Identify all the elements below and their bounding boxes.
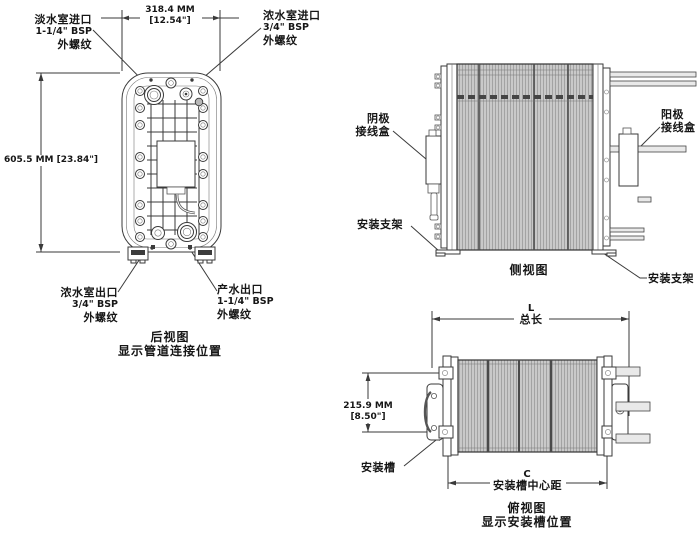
concentrate-inlet-label: 浓水室进口 3/4" BSP 外螺纹 [263,9,321,47]
bracket-right-label: 安装支架 [648,272,694,285]
top-view-drawing [362,311,651,489]
slot-center-dimension [447,456,608,489]
top-left-end-assembly [423,355,459,457]
side-view-drawing [392,63,697,279]
rear-bolt-circles [135,77,208,250]
dilute-inlet-label: 淡水室进口 1-1/4" BSP 外螺纹 [34,13,93,51]
mounting-slot-label: 安装槽 [361,461,396,474]
rear-feet [127,245,216,264]
rear-small-boss [194,97,204,107]
top-stack-body [457,359,598,453]
leader-anode-box [637,126,661,150]
side-view-caption: 侧视图 [509,263,549,277]
leader-bracket-right [602,252,647,279]
rear-width-dim-text: 318.4 MM [12.54"] [145,5,195,26]
rear-nameplate [156,140,196,188]
side-mounting-brackets [435,249,617,257]
top-view-caption: 俯视图 显示安装槽位置 [481,501,573,529]
side-tie-rods [609,71,697,241]
concentrate-inlet-port [179,87,193,101]
depth-dim-text: 215.9 MM [8.50"] [328,401,408,423]
concentrate-outlet-label: 浓水室出口 3/4" BSP 外螺纹 [60,286,119,324]
side-stack-body [456,63,594,251]
leader-cathode-box [392,130,427,160]
rear-width-dimension [101,10,239,71]
mounting-slot [442,429,448,435]
concentrate-outlet-port [151,226,165,240]
leader-bracket-left [410,225,440,252]
length-dim-label: 总长 [519,313,543,326]
product-outlet-port [177,222,197,242]
length-dim-letter: L [527,303,535,314]
cathode-junction-box [425,129,443,221]
side-right-end-plate [592,63,611,251]
dilute-inlet-port [144,85,164,105]
top-right-end-assembly [596,355,651,457]
rear-view-caption: 后视图 显示管道连接位置 [117,330,222,358]
product-outlet-label: 产水出口 1-1/4" BSP 外螺纹 [217,283,274,321]
anode-box-label: 阳极 接线盒 [661,108,696,134]
rear-end-plate [121,72,222,264]
slot-center-dim-letter: C [523,469,531,480]
slot-center-dim-label: 安装槽中心距 [493,479,562,492]
cathode-box-label: 阴极 接线盒 [355,112,390,138]
bracket-left-label: 安装支架 [357,218,403,231]
top-length-dimension [431,311,630,416]
anode-junction-box [618,127,639,187]
rear-view-drawing [36,10,262,293]
rear-height-dim-text: 605.5 MM [23.84"] [2,155,101,166]
